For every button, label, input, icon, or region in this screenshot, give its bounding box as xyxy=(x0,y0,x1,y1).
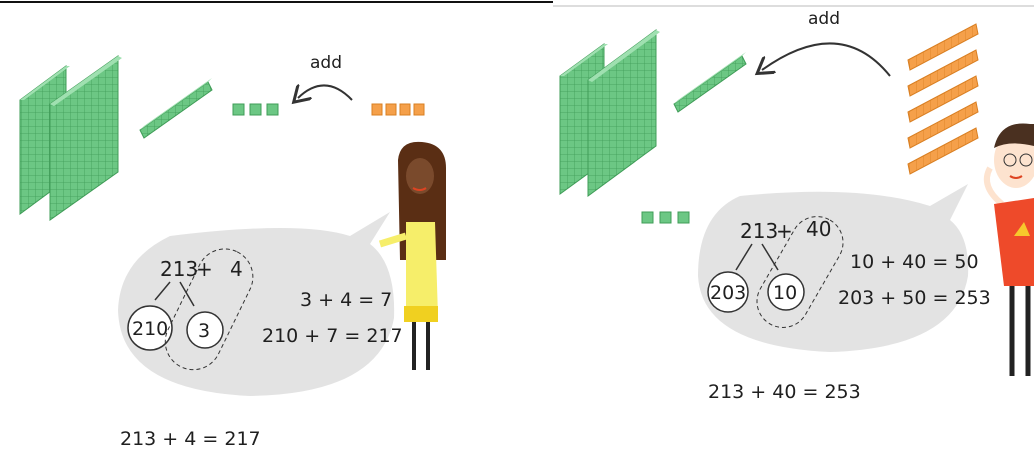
add-arrow xyxy=(298,85,353,100)
step-1-right: 10 + 40 = 50 xyxy=(850,251,979,273)
add-label-right: add xyxy=(808,9,840,29)
partition-part-a-right: 203 xyxy=(710,282,746,304)
hundred-flat-4 xyxy=(587,29,660,197)
partition-diagram-right: 213 + 40 203 10 xyxy=(707,216,844,328)
speech-bubble-left xyxy=(118,212,395,396)
ten-rod xyxy=(139,78,213,139)
step-2-right: 203 + 50 = 253 xyxy=(838,287,991,309)
part-circle-a xyxy=(127,305,173,351)
orange-unit-cubes xyxy=(371,103,425,116)
ten-rod-right xyxy=(673,52,747,113)
partition-plus: + xyxy=(196,257,213,281)
part-circle-b-right xyxy=(767,273,805,311)
dashed-group xyxy=(164,248,254,371)
speech-bubble-right xyxy=(698,184,969,352)
partition-addend: 4 xyxy=(230,257,243,281)
girl-character xyxy=(378,141,446,370)
boy-character xyxy=(984,123,1034,376)
partition-plus-right: + xyxy=(776,219,793,243)
part-circle-a-right xyxy=(707,271,749,313)
partition-part-b: 3 xyxy=(198,320,210,342)
add-arrow-right xyxy=(762,42,891,77)
add-label: add xyxy=(310,53,342,73)
green-unit-cubes xyxy=(232,103,279,116)
right-panel: add 213 + 40 xyxy=(559,9,1034,403)
step-1-left: 3 + 4 = 7 xyxy=(300,289,392,311)
hundred-flat-2 xyxy=(49,55,122,221)
partition-part-a: 210 xyxy=(132,318,168,340)
step-2-left: 210 + 7 = 217 xyxy=(262,325,403,347)
dashed-group-right xyxy=(756,216,844,328)
partition-whole-right: 213 xyxy=(740,219,778,243)
partition-diagram-left: 213 + 4 210 3 xyxy=(127,248,254,371)
orange-ten-rods xyxy=(907,23,979,175)
partition-whole: 213 xyxy=(160,257,198,281)
result-left: 213 + 4 = 217 xyxy=(120,428,261,449)
green-unit-cubes-right xyxy=(641,211,690,224)
left-panel: add 213 + 4 210 xyxy=(19,53,446,450)
partition-part-b-right: 10 xyxy=(773,282,797,304)
partition-addend-right: 40 xyxy=(806,217,831,241)
part-circle-b xyxy=(186,311,224,349)
result-right: 213 + 40 = 253 xyxy=(708,381,861,403)
